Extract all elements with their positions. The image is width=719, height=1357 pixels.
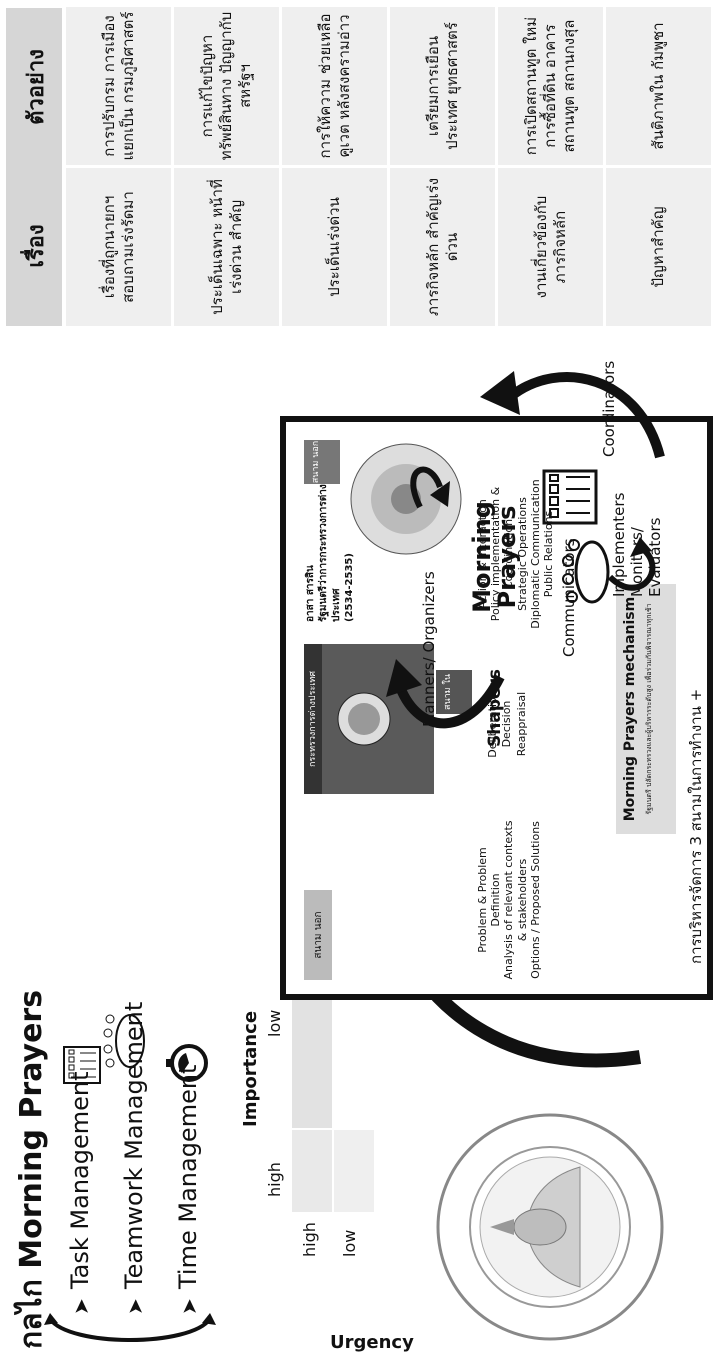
bullet-label: Time Management: [174, 1064, 202, 1289]
examples-table: เรื่อง ตัวอย่าง เรื่องที่ถูกนายกฯ สอบถาม…: [6, 6, 711, 326]
cycle-arrow-left: [395, 674, 505, 729]
ministry-banner: กระทรวงการต่างประเทศ: [304, 644, 434, 794]
cycle-arrow-bottom: [410, 466, 443, 509]
task-board-icon: [542, 469, 598, 525]
team-meeting-icon: [103, 1014, 145, 1068]
table-cell-topic: ประเด็นเร่งด่วน: [282, 168, 387, 326]
bullet-time-management: ➤Time Management: [174, 1065, 202, 1315]
y-tick-high: high: [300, 1222, 319, 1257]
stopwatch-icon: [166, 1044, 208, 1082]
cycle-arrows: [386, 371, 665, 729]
table-cell-example: เตรียมการเยือน ประเทศ ยุทธศาสตร์: [390, 7, 495, 165]
matrix-cell-low-high: [334, 1130, 374, 1212]
table-cell-topic: ปัญหาสำคัญ: [606, 168, 711, 326]
cycle-arrow-right: [506, 372, 665, 459]
table-cell-example: สันติภาพใน กัมพูชา: [606, 7, 711, 165]
col-header-example: ตัวอย่าง: [23, 49, 49, 125]
table-cell-topic: งานเกี่ยวข้องกับ ภารกิจหลัก: [498, 168, 603, 326]
x-axis-label: Importance: [240, 1010, 261, 1127]
col-header-topic: เรื่อง: [23, 224, 49, 268]
field-outside-left: สนาม นอก: [304, 890, 332, 980]
bullet-label: Task Management: [66, 1071, 94, 1289]
table-cell-example: การแก้ไขปัญหา ทรัพย์สินทาง ปัญญากับสหรัฐ…: [174, 7, 279, 165]
table-cell-example: การให้ความ ช่วยเหลือคูเวต หลังสงครามอ่าว: [282, 7, 387, 165]
section-title: กลไก Morning Prayers: [14, 989, 49, 1349]
table-cell-example: การเปิดสถานทูต ใหม่ การซื้อที่ดิน อาคารส…: [498, 7, 603, 165]
table-cell-topic: ภารกิจหลัก สำคัญเร่งด่วน: [390, 168, 495, 326]
table-cell-topic: เรื่องที่ถูกนายกฯ สอบถามเร่งรัดมา: [66, 168, 171, 326]
bullet-task-management: ➤Task Management: [66, 1071, 94, 1315]
checklist-icon: [63, 1046, 101, 1084]
ministry-emblem-seal: [436, 1113, 664, 1341]
x-tick-high: high: [265, 1162, 284, 1197]
minister-role: รัฐมนตรีว่าการกระทรวงการต่างประเทศ: [318, 484, 342, 622]
cycle-arrow-top: [607, 544, 656, 591]
matrix-cell-high-low: [292, 988, 332, 1128]
box-left-line: Analysis of relevant contexts & stakehol…: [502, 820, 529, 980]
cycle-bracket-arrow-icon: [44, 1313, 216, 1342]
box-left-line: Problem & Problem Definition: [476, 847, 503, 953]
ministry-mini-emblem: [337, 692, 391, 746]
y-tick-low: low: [340, 1229, 359, 1257]
team-table-icon: [562, 539, 610, 604]
minister-name: อาสา สารสิน: [305, 565, 316, 622]
table-cell-example: การปรับกรม การเมืองแยกเป็น กรมภูมิศาสตร์: [66, 7, 171, 165]
box-left: Problem & Problem Definition Analysis of…: [476, 820, 542, 980]
x-tick-low: low: [265, 1009, 284, 1037]
y-axis-label: Urgency: [330, 1332, 414, 1353]
field-outside-right: สนาม นอก: [304, 440, 340, 484]
table-cell-topic: ประเด็นเฉพาะ หน้าที่เร่งด่วน สำคัญ: [174, 168, 279, 326]
box-left-line: Options / Proposed Solutions: [528, 821, 542, 979]
ministry-banner-text: กระทรวงการต่างประเทศ: [304, 644, 322, 794]
matrix-cell-high-high: [292, 1130, 332, 1212]
